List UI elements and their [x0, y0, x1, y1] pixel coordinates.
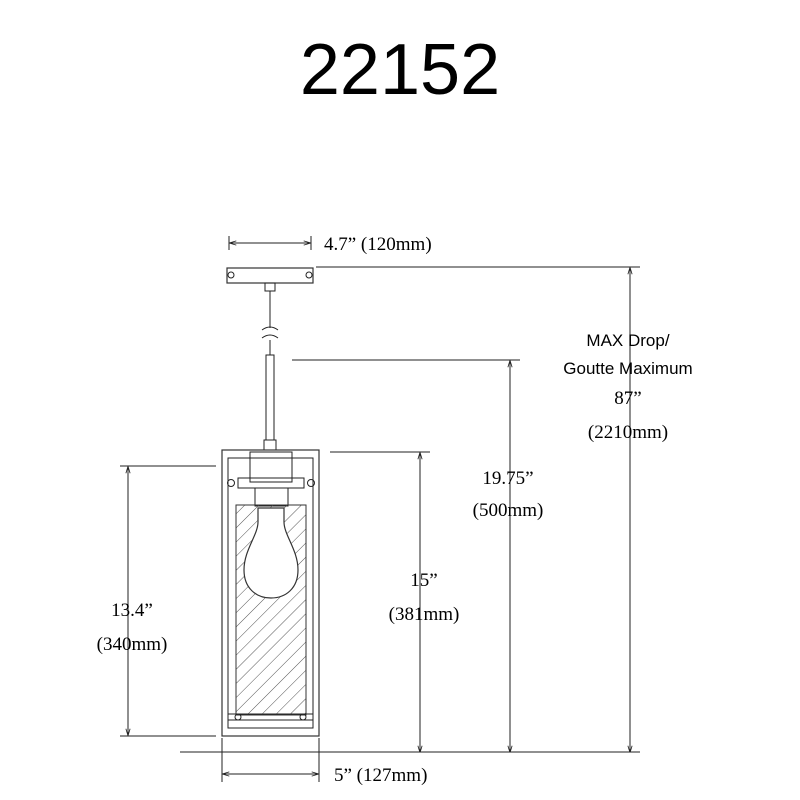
glass-height-dimension: 13.4” (340mm) — [97, 465, 216, 737]
fixture-body — [221, 449, 320, 737]
max-drop-inches: 87” — [614, 388, 641, 409]
max-drop-mm: (2210mm) — [588, 422, 668, 443]
body-width-label: 5” (127mm) — [334, 765, 427, 786]
glass-height-inches: 13.4” — [111, 600, 153, 621]
glass-height-mm: (340mm) — [97, 634, 168, 655]
body-height-mm: (381mm) — [389, 604, 460, 625]
body-height-inches: 15” — [410, 570, 437, 591]
canopy-width-dimension: 4.7” (120mm) — [228, 234, 432, 255]
model-number: 22152 — [299, 30, 501, 110]
body-height-dimension: 15” (381mm) — [330, 451, 460, 752]
canopy — [226, 267, 314, 292]
max-drop-label-line2: Goutte Maximum — [563, 359, 692, 378]
suspension-cord — [261, 291, 279, 451]
max-drop-dimension: MAX Drop/ Goutte Maximum 87” (2210mm) — [316, 266, 693, 752]
overall-height-mm: (500mm) — [473, 500, 544, 521]
overall-height-dimension: 19.75” (500mm) — [292, 359, 544, 752]
body-width-dimension: 5” (127mm) — [180, 738, 640, 786]
overall-height-inches: 19.75” — [482, 468, 533, 489]
canopy-width-label: 4.7” (120mm) — [324, 234, 432, 255]
max-drop-label-line1: MAX Drop/ — [586, 331, 669, 350]
